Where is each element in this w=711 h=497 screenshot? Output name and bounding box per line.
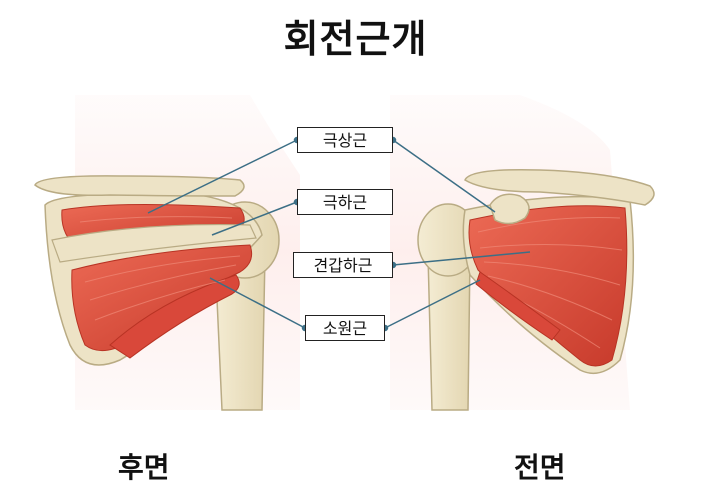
posterior-view-label: 후면 [118,451,170,484]
posterior-scapular-spine [51,223,257,263]
infraspinatus-label: 극하근 [297,189,393,215]
teres-minor-label: 소원근 [305,315,385,341]
anterior-clavicle [464,168,655,206]
diagram-title: 회전근개 [283,17,428,61]
anterior-view-label: 전면 [514,451,566,484]
posterior-teres-minor-muscle [109,274,240,359]
subscapularis-label: 견갑하근 [293,252,393,278]
posterior-clavicle [34,175,245,197]
supraspinatus-label: 극상근 [297,127,393,153]
posterior-muscle-fibers [79,216,241,321]
anterior-humerus [427,254,471,411]
anterior-coracoid-process [489,193,530,225]
anterior-shoulder [417,168,655,411]
anterior-teres-minor-muscle [475,271,561,341]
